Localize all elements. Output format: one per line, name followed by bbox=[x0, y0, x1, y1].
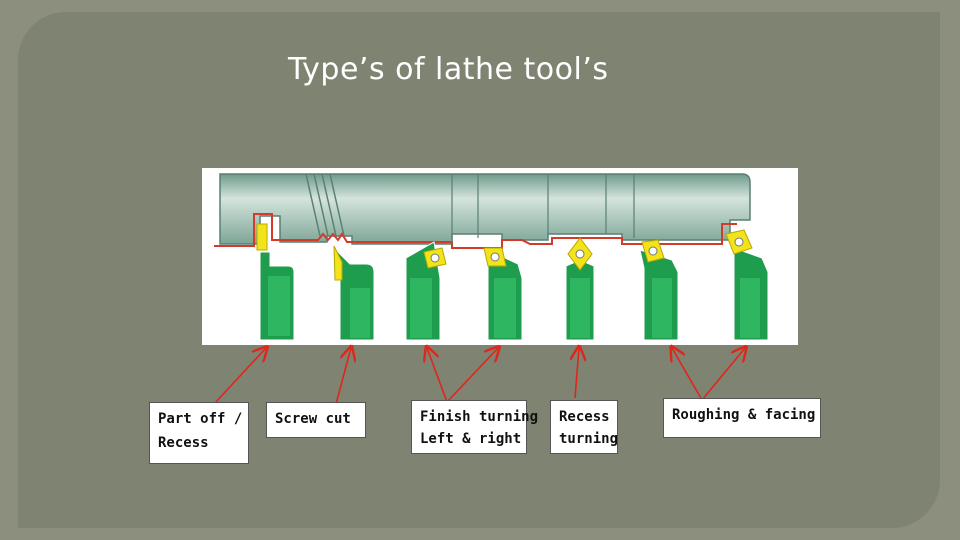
label-part-off-line2: Recess bbox=[158, 435, 209, 451]
lathe-tools-illustration bbox=[214, 173, 769, 341]
roughing-tool bbox=[639, 239, 679, 341]
label-roughing-facing: Roughing & facing bbox=[663, 398, 821, 438]
shaft-steps bbox=[451, 174, 635, 244]
thread-lines bbox=[305, 173, 345, 237]
label-finish-turning-line1: Finish turning bbox=[420, 409, 539, 425]
finish-turning-right-tool bbox=[483, 247, 523, 341]
label-part-off-line1: Part off / bbox=[158, 411, 243, 427]
label-screw-cut: Screw cut bbox=[266, 402, 366, 438]
label-recess-turning-line1: Recess bbox=[559, 409, 610, 425]
lathe-tools-diagram bbox=[202, 168, 798, 345]
label-screw-cut-line1: Screw cut bbox=[275, 411, 351, 427]
workpiece-shaft bbox=[219, 173, 751, 245]
label-recess-turning: Recess turning bbox=[550, 400, 618, 454]
screw-cut-tool bbox=[333, 245, 375, 341]
facing-tool bbox=[725, 229, 769, 341]
finish-turning-left-tool bbox=[405, 241, 447, 341]
label-finish-turning: Finish turning Left & right bbox=[411, 400, 539, 454]
slide-title: Type’s of lathe tool’s bbox=[288, 52, 609, 87]
part-off-tool bbox=[256, 223, 295, 341]
label-finish-turning-line2: Left & right bbox=[420, 431, 522, 447]
label-recess-turning-line2: turning bbox=[559, 431, 619, 447]
label-roughing-facing-line1: Roughing & facing bbox=[672, 407, 816, 423]
recess-turning-tool bbox=[565, 237, 595, 341]
label-part-off: Part off / Recess bbox=[149, 402, 249, 464]
